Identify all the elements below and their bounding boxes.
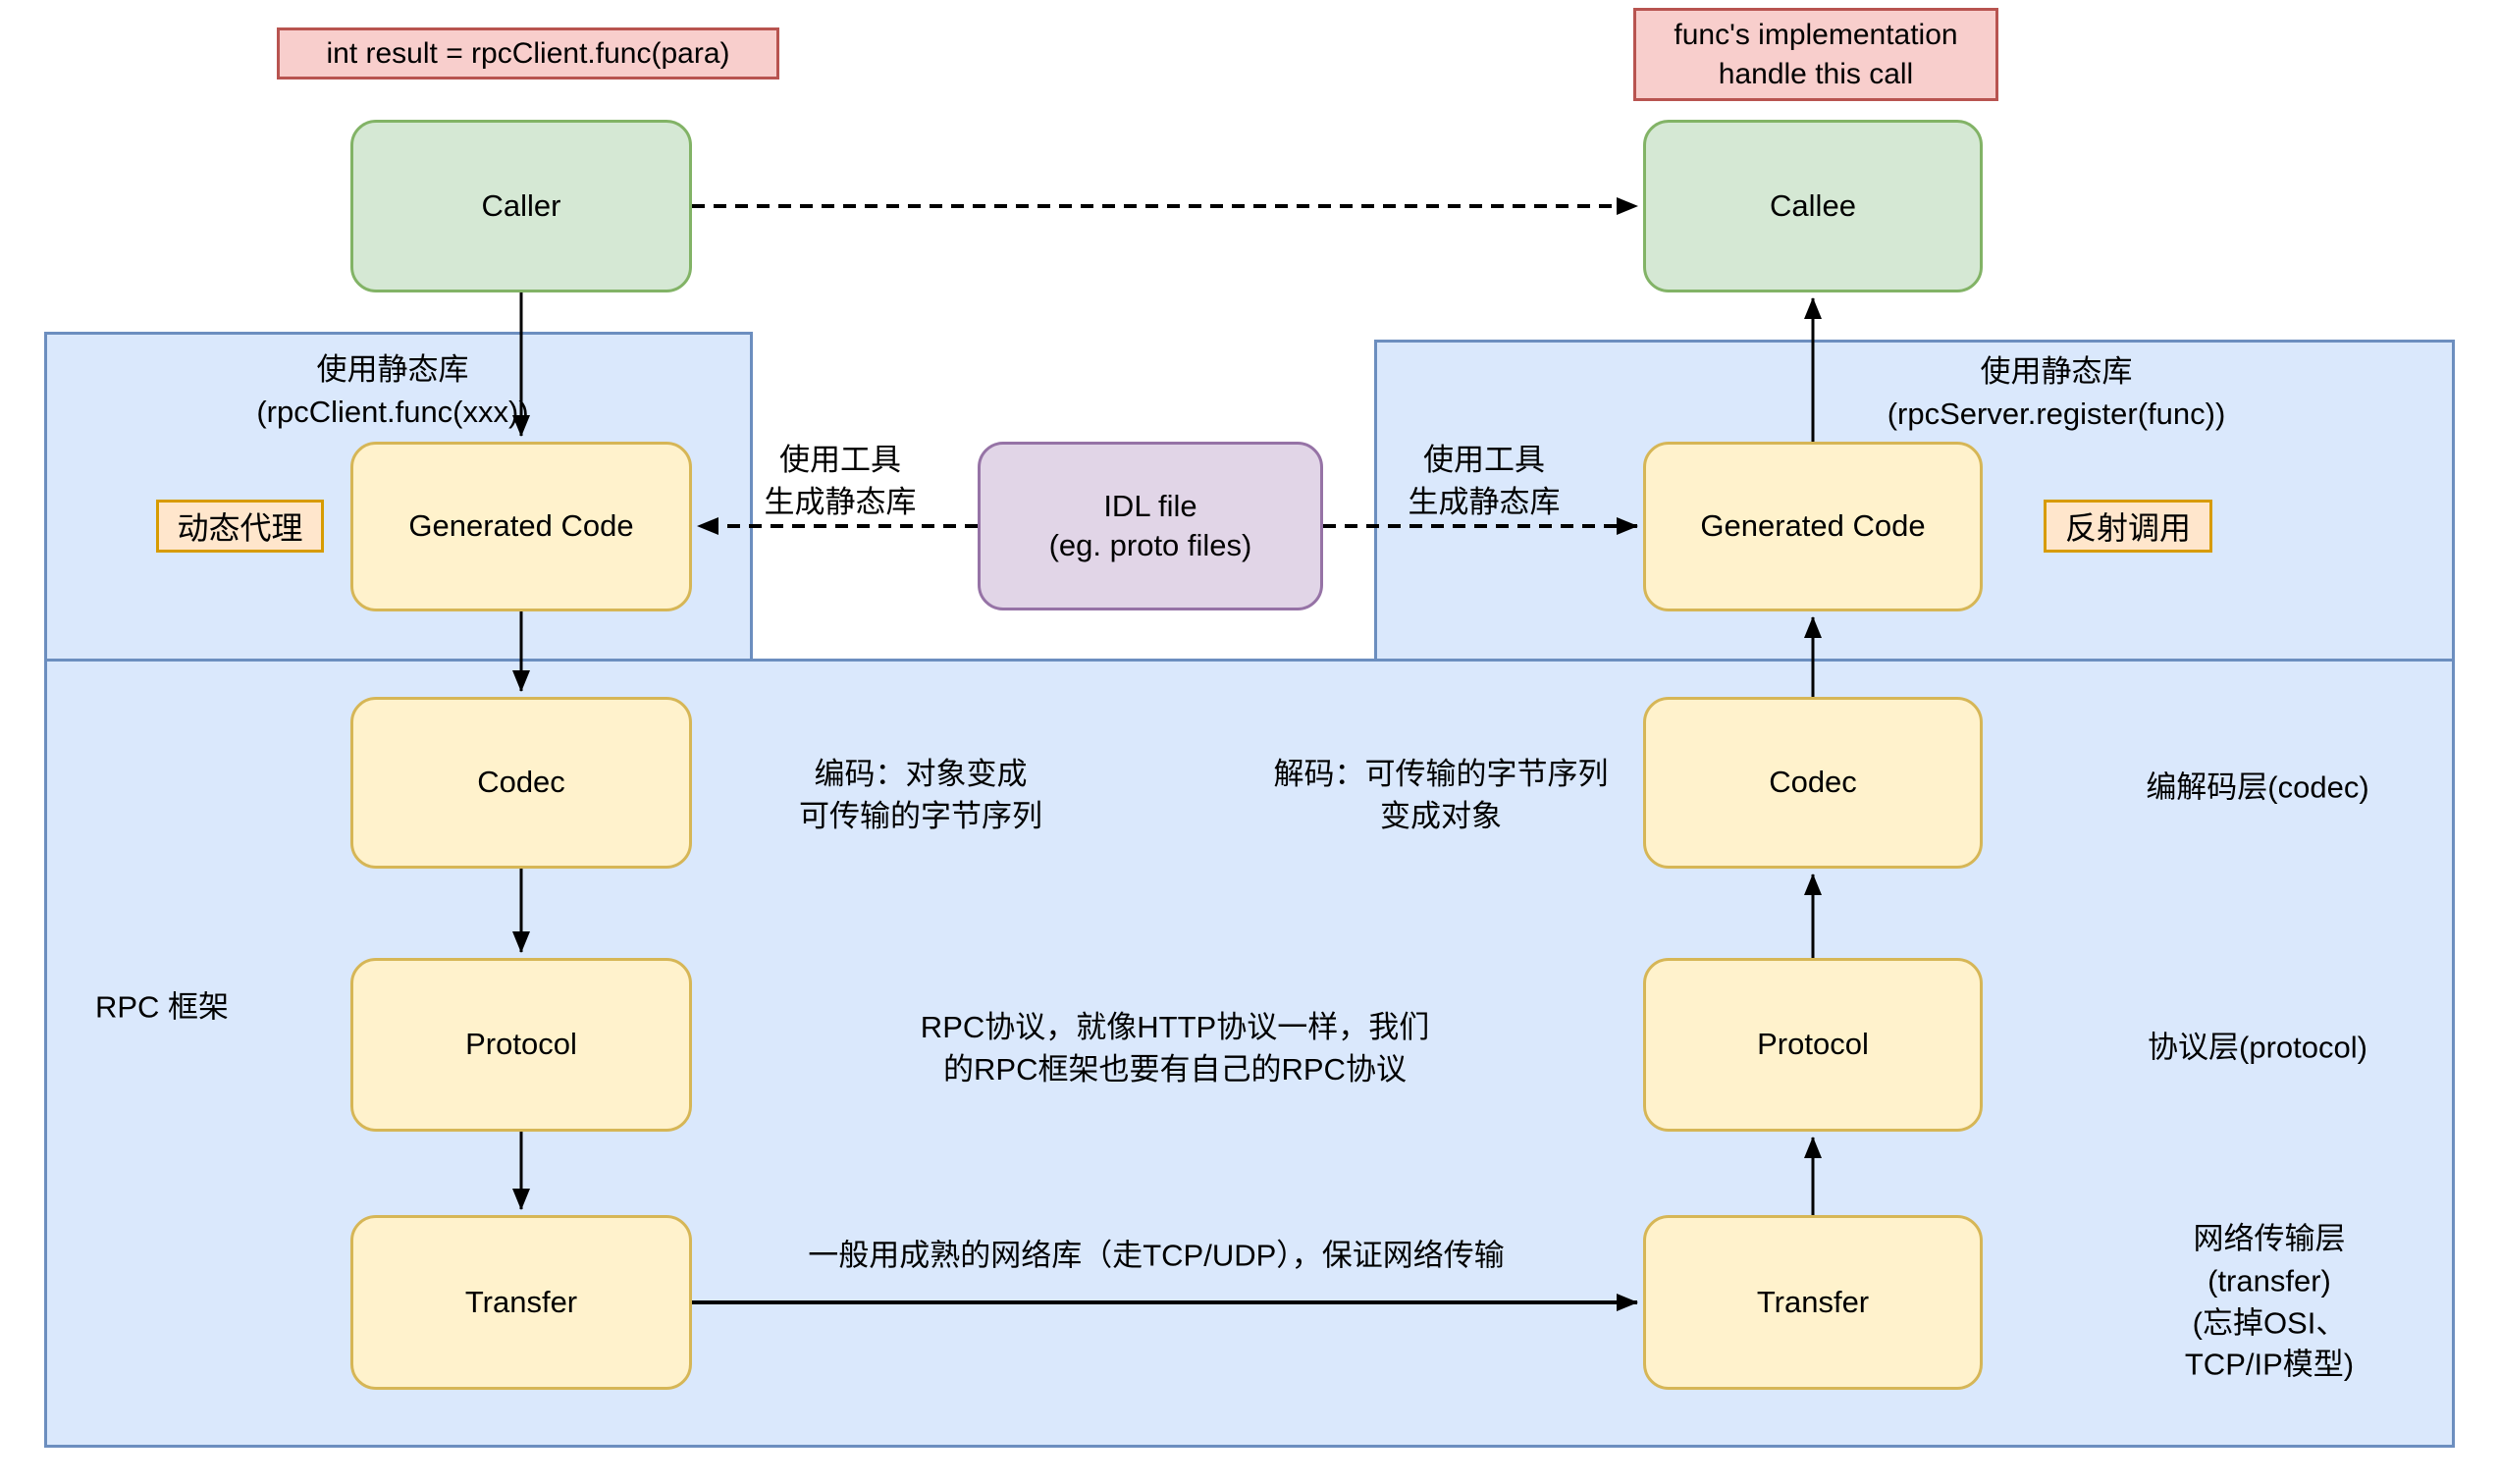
node-server-generated-code: Generated Code bbox=[1643, 442, 1983, 611]
node-client-transfer: Transfer bbox=[350, 1215, 692, 1390]
node-server-transfer: Transfer bbox=[1643, 1215, 1983, 1390]
node-client-generated-code: Generated Code bbox=[350, 442, 692, 611]
note-encode: 编码：对象变成 可传输的字节序列 bbox=[799, 757, 1042, 833]
tag-dynamic-proxy: 动态代理 bbox=[156, 500, 324, 553]
note-protocol: RPC协议，就像HTTP协议一样，我们 的RPC框架也要有自己的RPC协议 bbox=[920, 1010, 1430, 1086]
node-caller: Caller bbox=[350, 120, 692, 292]
node-client-protocol: Protocol bbox=[350, 958, 692, 1132]
note-gen-tool-client: 使用工具 生成静态库 bbox=[764, 443, 917, 519]
label-protocol-layer: 协议层(protocol) bbox=[2148, 1030, 2367, 1065]
node-server-codec: Codec bbox=[1643, 697, 1983, 869]
tag-reflection-call: 反射调用 bbox=[2044, 500, 2212, 553]
note-gen-tool-server: 使用工具 生成静态库 bbox=[1408, 443, 1561, 519]
node-client-codec: Codec bbox=[350, 697, 692, 869]
note-transfer: 一般用成熟的网络库（走TCP/UDP），保证网络传输 bbox=[808, 1238, 1505, 1273]
note-client-static-lib: 使用静态库 (rpcClient.func(xxx)) bbox=[256, 352, 529, 429]
node-idl-file: IDL file (eg. proto files) bbox=[978, 442, 1323, 610]
node-server-protocol: Protocol bbox=[1643, 958, 1983, 1132]
label-codec-layer: 编解码层(codec) bbox=[2146, 769, 2369, 805]
node-callee: Callee bbox=[1643, 120, 1983, 292]
server-impl-label: func's implementation handle this call bbox=[1633, 8, 1998, 101]
client-call-label: int result = rpcClient.func(para) bbox=[277, 27, 779, 80]
label-transfer-layer: 网络传输层(transfer) (忘掉OSI、TCP/IP模型) bbox=[2184, 1221, 2355, 1382]
note-decode: 解码：可传输的字节序列 变成对象 bbox=[1273, 757, 1609, 833]
label-rpc-framework: RPC 框架 bbox=[94, 989, 230, 1025]
note-server-static-lib: 使用静态库 (rpcServer.register(func)) bbox=[1887, 354, 2226, 431]
